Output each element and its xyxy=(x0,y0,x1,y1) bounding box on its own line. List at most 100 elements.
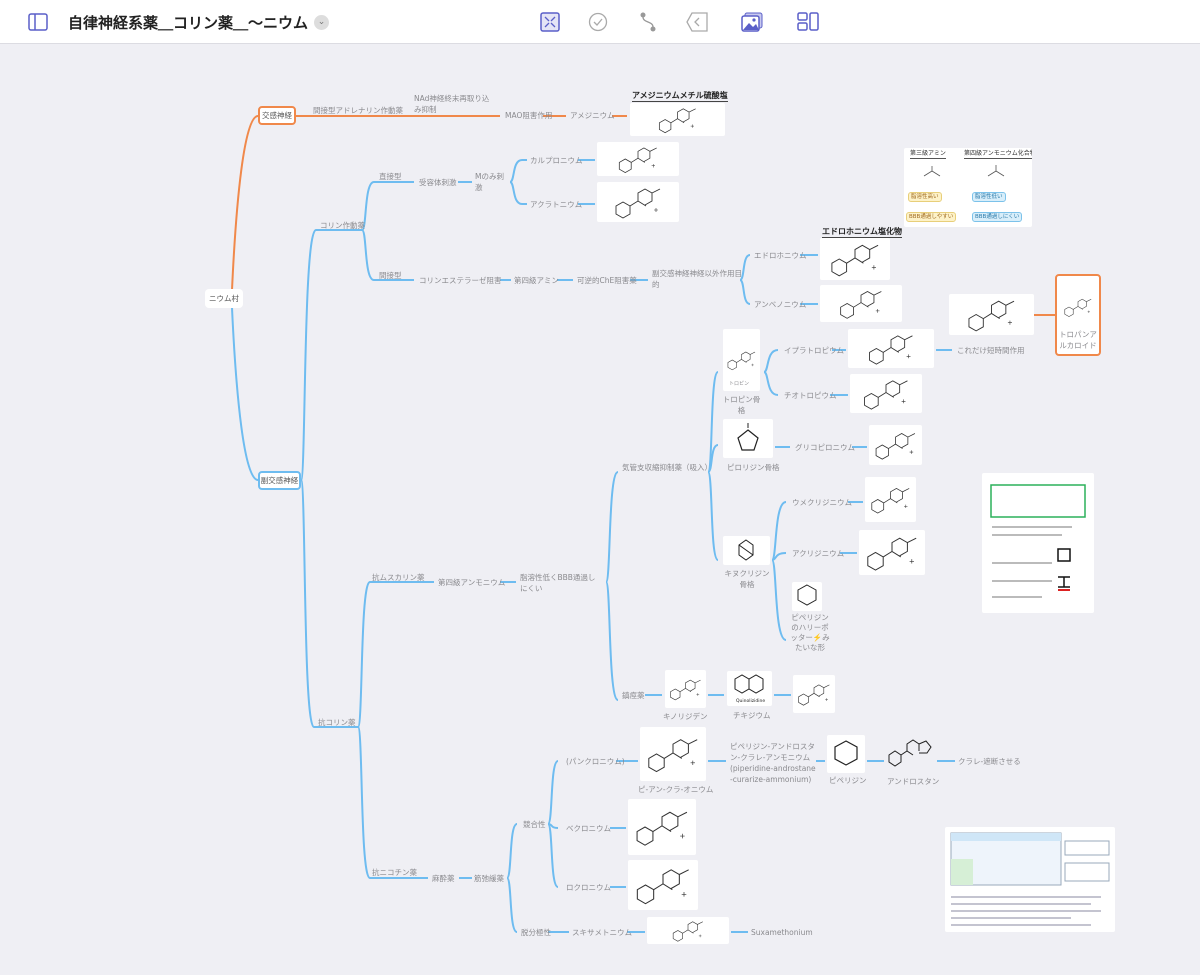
connector-line xyxy=(605,581,619,701)
node-antispasmodic[interactable]: 鎮痙薬 xyxy=(622,691,645,700)
ambenonium-structure-image[interactable] xyxy=(820,285,902,322)
timepidium-structure-image[interactable] xyxy=(793,675,835,713)
node-vecuronium[interactable]: ベクロニウム xyxy=(566,824,611,833)
node-edrophonium[interactable]: エドロホニウム xyxy=(754,251,807,260)
node-aclatonium[interactable]: アクラトニウム xyxy=(530,200,583,209)
node-reversible-che[interactable]: 可逆的ChE阻害薬 xyxy=(577,276,637,285)
connector-line xyxy=(509,159,523,183)
bbb-comparison-image[interactable]: 第三級アミン 第四級アンモニウム化合物 脂溶性高い 脂溶性低い BBB通過しやす… xyxy=(904,148,1032,227)
nm-blocker-table-image[interactable] xyxy=(945,827,1115,932)
tropine-structure-image[interactable]: トロピン xyxy=(723,329,760,391)
connector-line xyxy=(547,823,559,888)
node-pancuronium[interactable]: (パンクロニウム) xyxy=(566,757,625,766)
node-timepidium[interactable]: チキジウム xyxy=(733,711,771,720)
node-direct[interactable]: 直接型 xyxy=(379,172,402,181)
node-pancuronium-explain[interactable]: ピペリジン-アンドロスタン-クラレ-アンモニウム (piperidine-and… xyxy=(730,742,816,784)
node-umeclidinium[interactable]: ウメクリジニウム xyxy=(792,498,852,507)
sidebar-toggle-icon[interactable] xyxy=(27,11,49,33)
node-cholinergic[interactable]: コリン作動薬 xyxy=(320,221,365,230)
node-antimuscarinic[interactable]: 抗ムスカリン薬 xyxy=(372,573,425,582)
node-quinolizidene[interactable]: キノリジデン xyxy=(663,712,708,721)
connector-line xyxy=(707,444,719,473)
androstane-structure-image[interactable] xyxy=(887,733,935,772)
node-competitive[interactable]: 競合性 xyxy=(523,820,546,829)
node-tiotropium[interactable]: チオトロピウム xyxy=(784,391,837,400)
amezinium-structure-image[interactable] xyxy=(630,103,725,136)
node-non-para-purpose[interactable]: 副交感神経神経以外作用目的 xyxy=(652,269,742,289)
aclatonium-structure-image[interactable] xyxy=(597,182,679,222)
node-m-only[interactable]: Mのみ刺激 xyxy=(475,172,504,192)
memory-aid-image[interactable] xyxy=(982,473,1094,613)
glycopyrronium-structure-image[interactable] xyxy=(869,425,922,465)
tropane-structure-icon xyxy=(1060,285,1096,329)
node-amezinium[interactable]: アメジニウム xyxy=(570,111,615,120)
node-tropine-skeleton[interactable]: トロピン骨格 xyxy=(722,395,761,415)
node-che-inhibition[interactable]: コリンエステラーゼ阻害 xyxy=(419,276,502,285)
ipratropium-structure-image[interactable] xyxy=(848,329,934,368)
node-rocuronium[interactable]: ロクロニウム xyxy=(566,883,611,892)
node-quinuclidine-skeleton[interactable]: キヌクリジン骨格 xyxy=(724,569,770,589)
node-parasympathetic[interactable]: 副交感神経 xyxy=(258,471,301,490)
rocuronium-structure-image[interactable] xyxy=(628,860,698,910)
root-node[interactable]: ニウム村 xyxy=(205,289,243,308)
vecuronium-structure-image[interactable] xyxy=(628,799,696,855)
document-title[interactable]: 自律神経系薬＿コリン薬＿〜ニウム xyxy=(68,13,309,32)
connector-line xyxy=(771,559,787,641)
connector-line xyxy=(707,471,719,561)
layout-icon[interactable] xyxy=(797,11,819,33)
pancuronium-structure-image[interactable] xyxy=(640,727,706,781)
tiotropium-structure-image[interactable] xyxy=(850,374,922,413)
node-tropane-alkaloid[interactable]: トロパンアルカロイド xyxy=(1055,274,1101,356)
node-depolarizing[interactable]: 脱分極性 xyxy=(521,928,551,937)
node-mao[interactable]: MAO阻害作用 xyxy=(505,111,553,120)
check-icon[interactable] xyxy=(587,11,609,33)
pyrrolidine-structure-image[interactable] xyxy=(723,419,773,458)
node-aclidinium[interactable]: アクリジニウム xyxy=(792,549,845,558)
quinuclidine-structure-image[interactable] xyxy=(723,536,770,565)
node-carpronium[interactable]: カルプロニウム xyxy=(530,156,583,165)
connector-line xyxy=(506,823,518,879)
node-bronchodilator[interactable]: 気管支収縮抑制薬（吸入） xyxy=(622,463,712,472)
collapse-icon[interactable] xyxy=(539,11,561,33)
piperidine-structure-image[interactable] xyxy=(792,582,822,611)
node-curare-block[interactable]: クラレ-遮断させる xyxy=(958,757,1021,766)
quinolizidine-structure-image[interactable]: Quinolizidine xyxy=(727,671,772,706)
node-quaternary-amine[interactable]: 第四級アミン xyxy=(514,276,559,285)
node-suxamethonium-jp[interactable]: スキサメトニウム xyxy=(572,928,632,937)
bbb-high-lipo: 脂溶性高い xyxy=(908,192,942,202)
aclidinium-structure-image[interactable] xyxy=(859,530,925,575)
node-nad-reuptake[interactable]: NAd神経終末再取り込み抑制 xyxy=(414,94,490,114)
suxamethonium-structure-image[interactable] xyxy=(647,917,729,944)
umeclidinium-structure-image[interactable] xyxy=(865,477,916,522)
node-androstane[interactable]: アンドロスタン xyxy=(887,777,940,786)
node-quaternary-ammonium[interactable]: 第四級アンモニウム xyxy=(438,578,506,587)
node-piperidine[interactable]: ピペリジン xyxy=(829,776,867,785)
edrophonium-structure-image[interactable] xyxy=(820,238,890,280)
node-indirect-adrenergic[interactable]: 間接型アドレナリン作動薬 xyxy=(313,106,403,115)
node-pi-an-cura-onium[interactable]: ピ-アン-クラ-オニウム xyxy=(638,785,714,794)
tropane-alkaloids-image[interactable] xyxy=(949,294,1034,335)
node-indirect[interactable]: 間接型 xyxy=(379,271,402,280)
node-low-lipophilicity[interactable]: 脂溶性低くBBB通過しにくい xyxy=(520,573,596,593)
node-sympathetic[interactable]: 交感神経 xyxy=(258,106,296,125)
node-muscle-relaxant[interactable]: 筋弛緩薬 xyxy=(474,874,504,883)
chevron-down-icon[interactable]: ⌄ xyxy=(314,14,330,30)
node-antinicotinic[interactable]: 抗ニコチン薬 xyxy=(372,868,417,877)
carpronium-structure-image[interactable] xyxy=(597,142,679,176)
node-piperidine-harry[interactable]: ピペリジンのハリーポッター⚡️みたいな形 xyxy=(790,613,830,652)
node-receptor-stim[interactable]: 受容体刺激 xyxy=(419,178,457,187)
node-short-acting[interactable]: これだけ短時間作用 xyxy=(957,346,1025,355)
node-ipratropium[interactable]: イプラトロピウム xyxy=(784,346,844,355)
quinolizidene-structure-image[interactable] xyxy=(665,670,706,708)
piperidine-structure-image-2[interactable] xyxy=(827,735,865,773)
node-suxamethonium-en[interactable]: Suxamethonium xyxy=(751,928,813,937)
node-anesthetic[interactable]: 麻酔薬 xyxy=(432,874,455,883)
connector-line xyxy=(300,479,315,728)
node-pyrrolidine-skeleton[interactable]: ピロリジン骨格 xyxy=(727,463,780,472)
node-glycopyrronium[interactable]: グリコピロニウム xyxy=(795,443,855,452)
path-icon[interactable] xyxy=(637,11,659,33)
node-anticholinergic[interactable]: 抗コリン薬 xyxy=(318,718,356,727)
node-ambenonium[interactable]: アンベノニウム xyxy=(754,300,807,309)
gallery-icon[interactable] xyxy=(741,11,763,33)
back-icon[interactable] xyxy=(686,11,708,33)
